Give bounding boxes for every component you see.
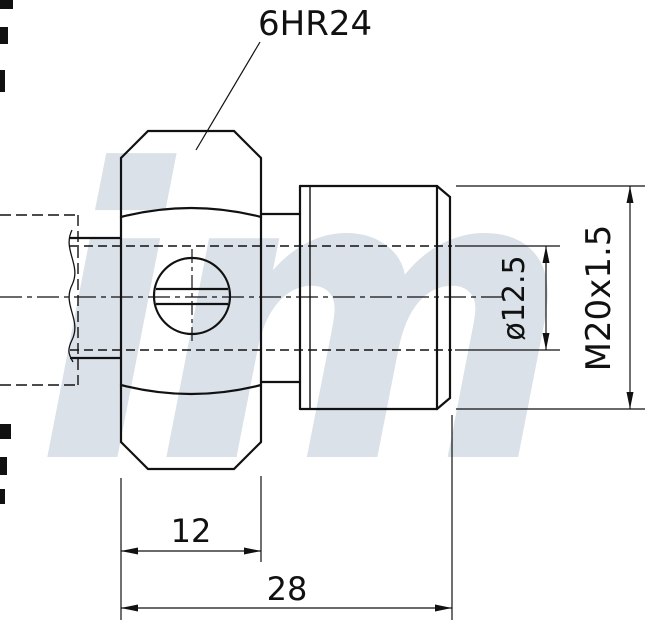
break-line xyxy=(68,229,76,363)
mating-part-phantom xyxy=(0,214,79,386)
slotted-circle xyxy=(152,256,232,336)
dimension-arrowheads xyxy=(121,186,634,612)
hex-head xyxy=(119,129,263,471)
total-length-label: 28 xyxy=(267,570,308,608)
callout-leader-line xyxy=(195,41,261,151)
hex-callout-label: 6HR24 xyxy=(258,4,372,44)
pilot-section xyxy=(68,229,121,363)
part-outline xyxy=(119,129,452,471)
inner-diameter-label: ø12.5 xyxy=(497,255,532,340)
hex-face-arc-top xyxy=(119,206,263,219)
scan-artifacts xyxy=(0,0,13,504)
dimension-lines xyxy=(120,41,645,620)
chamfer-top-edge xyxy=(435,184,452,199)
thread-size-label: M20x1.5 xyxy=(579,225,619,372)
chamfer-bottom-edge xyxy=(435,396,452,411)
hex-face-arc-bottom xyxy=(119,383,263,396)
hex-length-label: 12 xyxy=(171,512,212,550)
center-line xyxy=(0,249,505,344)
